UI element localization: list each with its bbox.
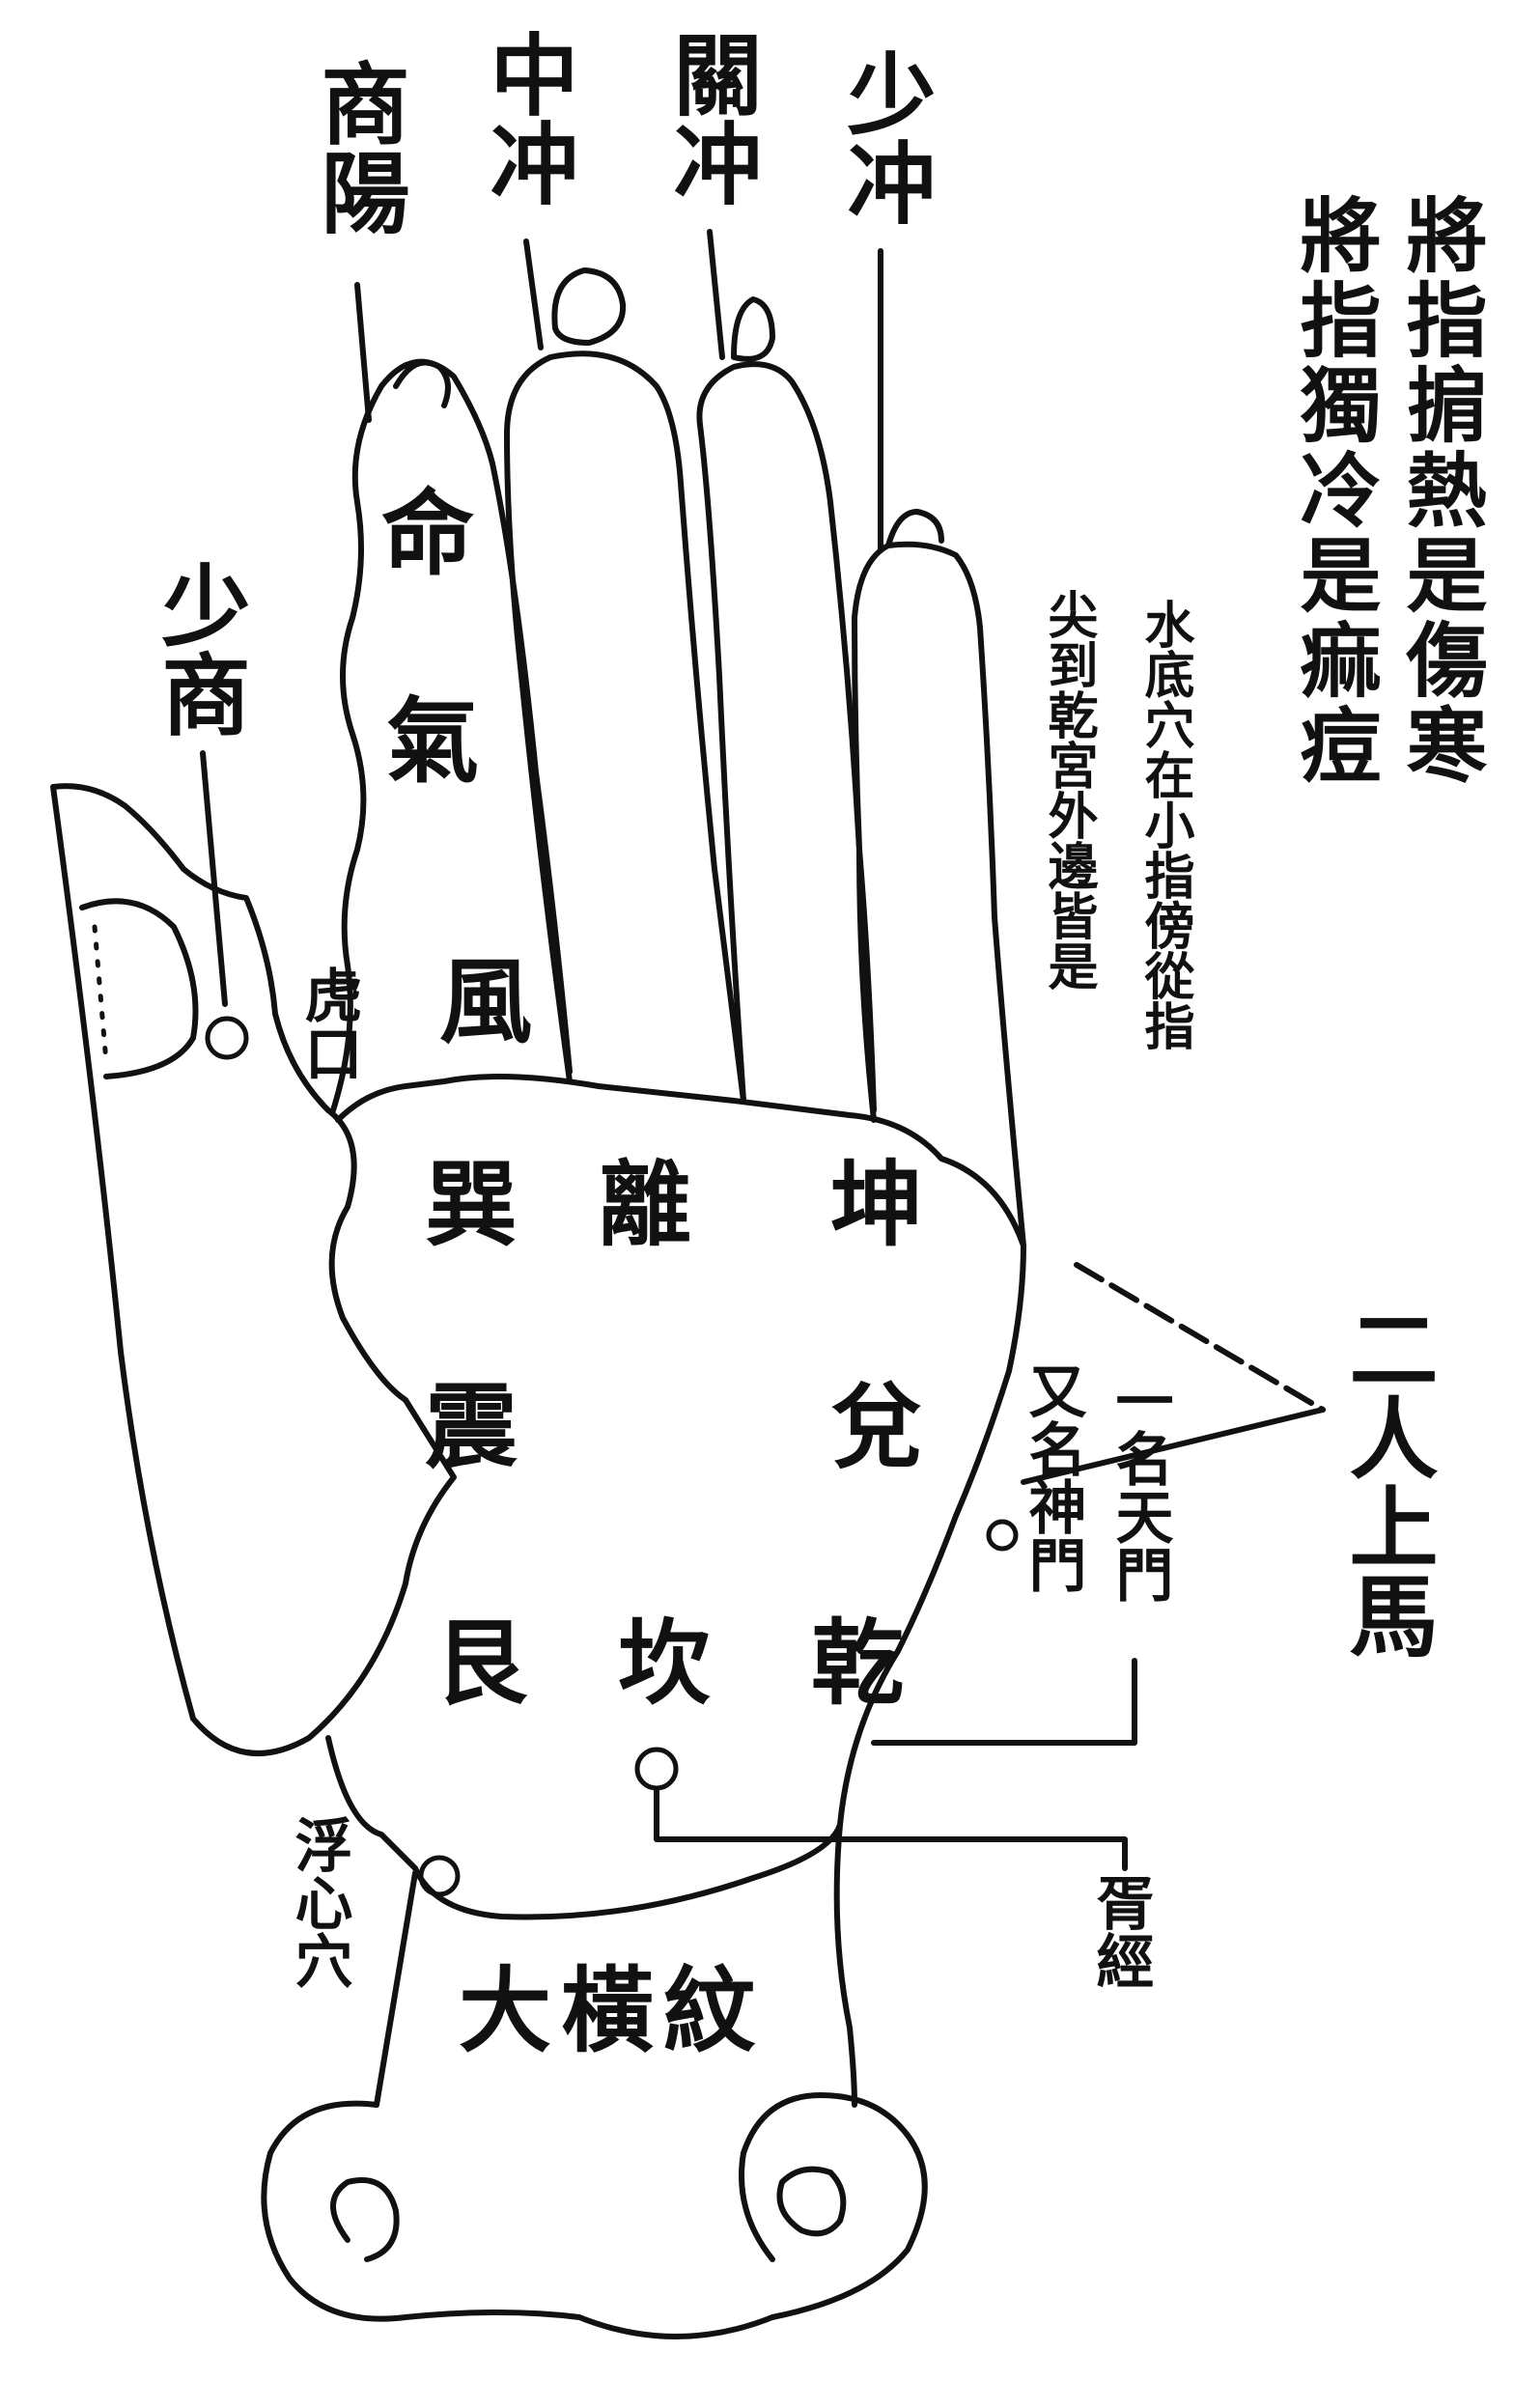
wrist-left [374, 1870, 418, 2108]
alias-line2: 又名神門 [1019, 1361, 1086, 1593]
label-ming: 命 [381, 479, 474, 588]
trigram-gen: 艮 [434, 1609, 527, 1718]
line-zhongchong [523, 238, 544, 350]
label-guanchong: 關冲 [658, 29, 763, 207]
line-shaoshang [200, 750, 228, 1007]
water-line2: 尖到乾宮外邊皆是 [1039, 589, 1098, 991]
trigram-kun: 坤 [830, 1150, 923, 1259]
line-alias [871, 1658, 1137, 1746]
palm-outline [325, 1074, 1026, 1920]
wrist-right [833, 1822, 857, 2108]
ring-finger-nail [731, 296, 775, 362]
little-finger-outline [852, 541, 1026, 1248]
alias-point [986, 1519, 1019, 1552]
index-finger-outline [330, 358, 573, 1113]
thumb-nail [79, 898, 199, 1079]
label-qi: 氣 [386, 686, 479, 796]
fuxin-point [418, 1855, 461, 1897]
label-fuxinxue: 浮心穴 [285, 1815, 352, 1989]
middle-finger-outline [504, 350, 746, 1104]
left-spiral [330, 2177, 400, 2262]
alias-line1: 一名天門 [1106, 1371, 1173, 1603]
label-shaochong: 少冲 [832, 48, 937, 226]
note-line2: 將指獨冷是痲痘 [1287, 193, 1383, 788]
label-feng: 風 [439, 947, 532, 1056]
trigram-xun: 巽 [425, 1150, 518, 1259]
label-shangyang: 商陽 [306, 58, 410, 236]
line-guanchong [707, 229, 725, 360]
line-ershangma-a [1074, 1262, 1326, 1413]
water-line1: 水底穴在小指傍從指 [1135, 599, 1194, 1050]
base-scroll [261, 2092, 928, 2339]
ring-finger-outline [696, 361, 877, 1113]
shaoshang-point [205, 1016, 249, 1060]
trigram-kan: 坎 [618, 1609, 711, 1718]
line-shangyang [354, 282, 372, 423]
label-hukou: 虎口 [294, 966, 362, 1081]
kan-point [634, 1747, 679, 1791]
line-yijing [654, 1788, 1128, 1871]
thumb-outline [50, 783, 457, 1756]
trigram-qian: 乾 [811, 1609, 904, 1718]
label-yijing: 胥經 [1086, 1873, 1154, 1989]
right-spiral [776, 2166, 847, 2237]
trigram-dui: 兌 [830, 1372, 923, 1481]
line-ershangma-b [1021, 1407, 1326, 1485]
label-shaoshang: 少商 [147, 560, 251, 738]
index-finger-nail [393, 359, 451, 408]
note-line1: 將指掮熱是傷寒 [1393, 193, 1489, 788]
label-dahengwen: 大橫紋 [459, 1956, 766, 2065]
trigram-zhen: 震 [425, 1372, 518, 1481]
middle-finger-nail [551, 267, 627, 346]
trigram-li: 離 [599, 1150, 691, 1259]
thumb-dots [92, 924, 109, 1065]
little-finger-nail [885, 509, 944, 548]
label-ershangma: 二人上馬 [1334, 1303, 1439, 1659]
label-zhongchong: 中冲 [475, 29, 579, 207]
